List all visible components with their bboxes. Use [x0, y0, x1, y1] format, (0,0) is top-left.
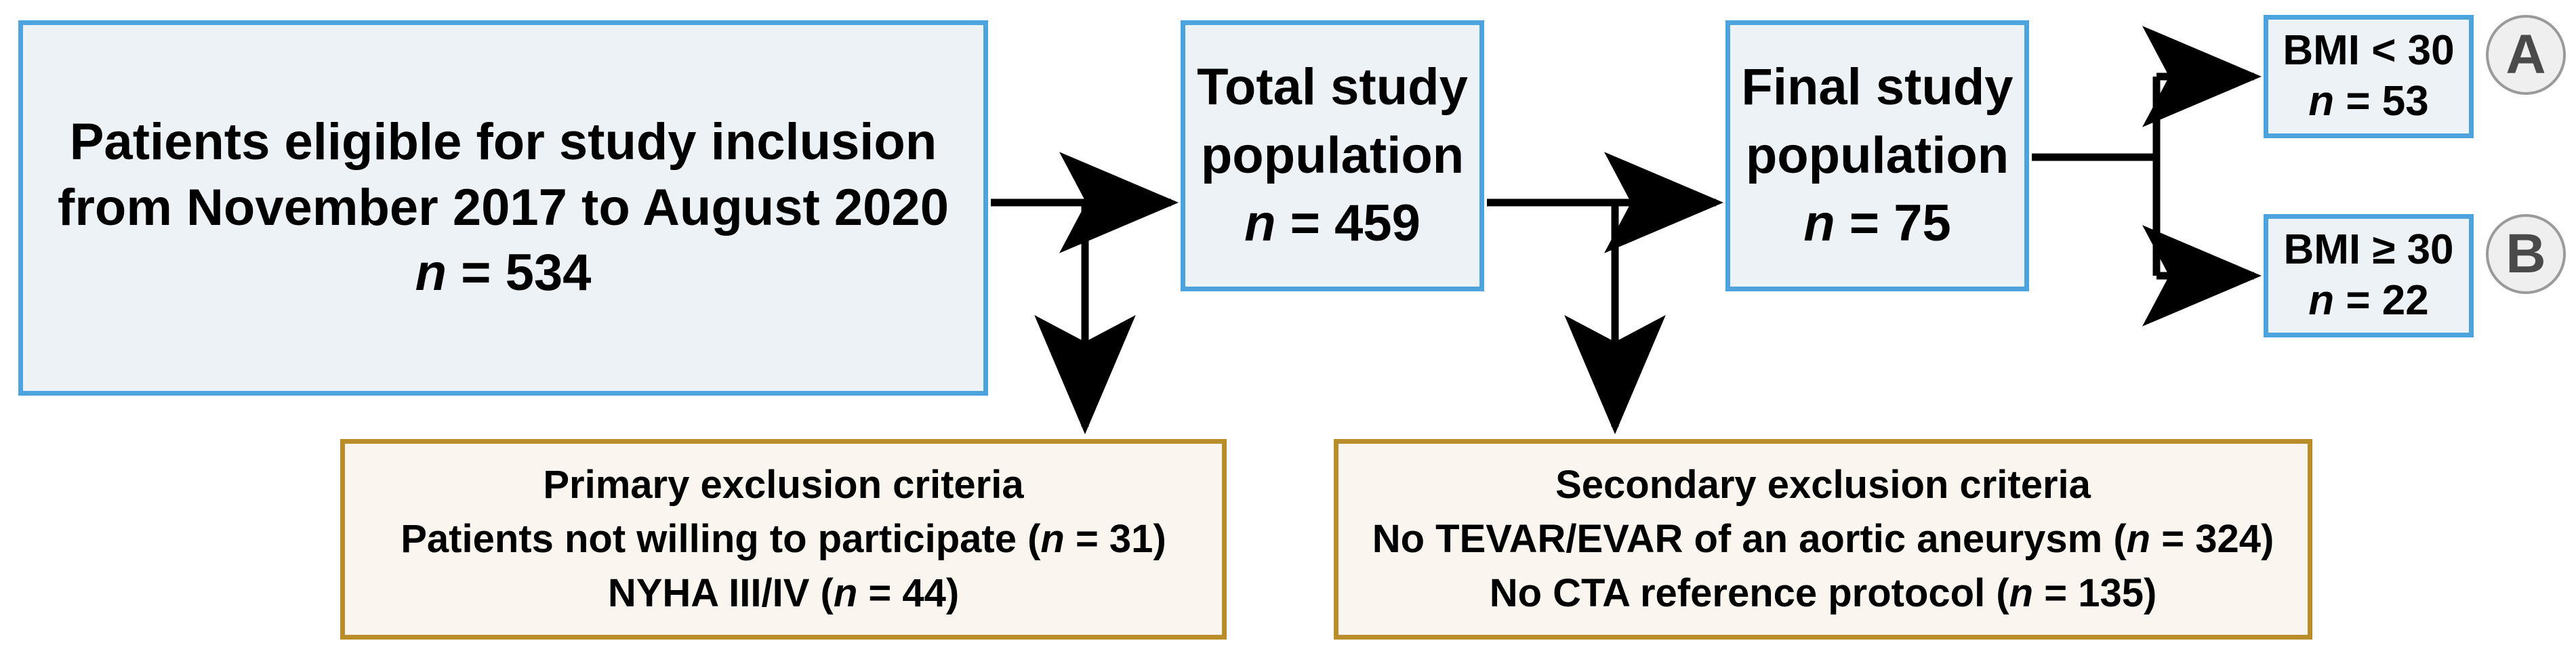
node-primary-exclusion-criteria: Primary exclusion criteria Patients not …: [340, 439, 1227, 640]
n-value: = 31): [1064, 516, 1166, 561]
n-value: = 75: [1835, 194, 1951, 253]
node-eligible-line1: Patients eligible for study inclusion: [69, 113, 937, 171]
item-text: Patients not willing to participate (: [401, 516, 1041, 561]
node-bmi-low-label: BMI < 30: [2283, 27, 2455, 75]
node-bmi-low-count: n = 53: [2308, 78, 2429, 126]
secondary-exclusion-item-1: No TEVAR/EVAR of an aortic aneurysm (n =…: [1372, 517, 2274, 562]
node-final-line2: population: [1745, 126, 2009, 184]
n-symbol: n: [2308, 78, 2335, 125]
primary-exclusion-item-1: Patients not willing to participate (n =…: [401, 517, 1166, 562]
n-symbol: n: [415, 244, 447, 302]
node-total-line1: Total study: [1197, 58, 1468, 117]
n-value: = 324): [2150, 516, 2274, 561]
node-eligible-line2: from November 2017 to August 2020: [58, 178, 949, 236]
n-value: = 459: [1275, 194, 1420, 253]
primary-exclusion-item-2: NYHA III/IV (n = 44): [608, 571, 959, 616]
item-text: No TEVAR/EVAR of an aortic aneurysm (: [1372, 516, 2127, 561]
node-eligible-count: n = 534: [415, 244, 592, 303]
node-bmi-high-label: BMI ≥ 30: [2283, 226, 2454, 274]
connector-final-branch-stem: [2032, 77, 2161, 276]
node-bmi-high: BMI ≥ 30 n = 22: [2264, 214, 2474, 337]
node-total-study-population: Total study population n = 459: [1181, 20, 1484, 291]
n-value: = 22: [2334, 277, 2429, 324]
n-symbol: n: [2126, 516, 2151, 561]
n-value: = 53: [2334, 78, 2429, 125]
node-secondary-exclusion-criteria: Secondary exclusion criteria No TEVAR/EV…: [1334, 439, 2312, 640]
node-final-study-population: Final study population n = 75: [1725, 20, 2029, 291]
node-eligible-patients: Patients eligible for study inclusion fr…: [18, 20, 988, 396]
n-value: = 534: [447, 244, 592, 302]
n-symbol: n: [1244, 194, 1276, 253]
n-symbol: n: [2308, 277, 2335, 324]
secondary-exclusion-item-2: No CTA reference protocol (n = 135): [1490, 571, 2157, 616]
n-symbol: n: [1803, 194, 1835, 253]
panel-badge-b: B: [2486, 214, 2566, 294]
n-value: = 44): [857, 571, 960, 616]
node-final-line1: Final study: [1741, 58, 2013, 117]
n-symbol: n: [833, 571, 858, 616]
n-symbol: n: [2009, 571, 2034, 616]
primary-exclusion-heading: Primary exclusion criteria: [543, 462, 1024, 507]
n-symbol: n: [1040, 516, 1065, 561]
node-bmi-low: BMI < 30 n = 53: [2264, 15, 2474, 138]
n-value: = 135): [2033, 571, 2157, 616]
node-bmi-high-count: n = 22: [2308, 277, 2429, 325]
panel-badge-a: A: [2486, 15, 2566, 95]
node-total-line2: population: [1200, 126, 1465, 184]
node-total-count: n = 459: [1244, 194, 1420, 253]
item-text: NYHA III/IV (: [607, 571, 834, 616]
node-final-count: n = 75: [1803, 194, 1951, 253]
item-text: No CTA reference protocol (: [1489, 571, 2009, 616]
secondary-exclusion-heading: Secondary exclusion criteria: [1555, 462, 2091, 507]
